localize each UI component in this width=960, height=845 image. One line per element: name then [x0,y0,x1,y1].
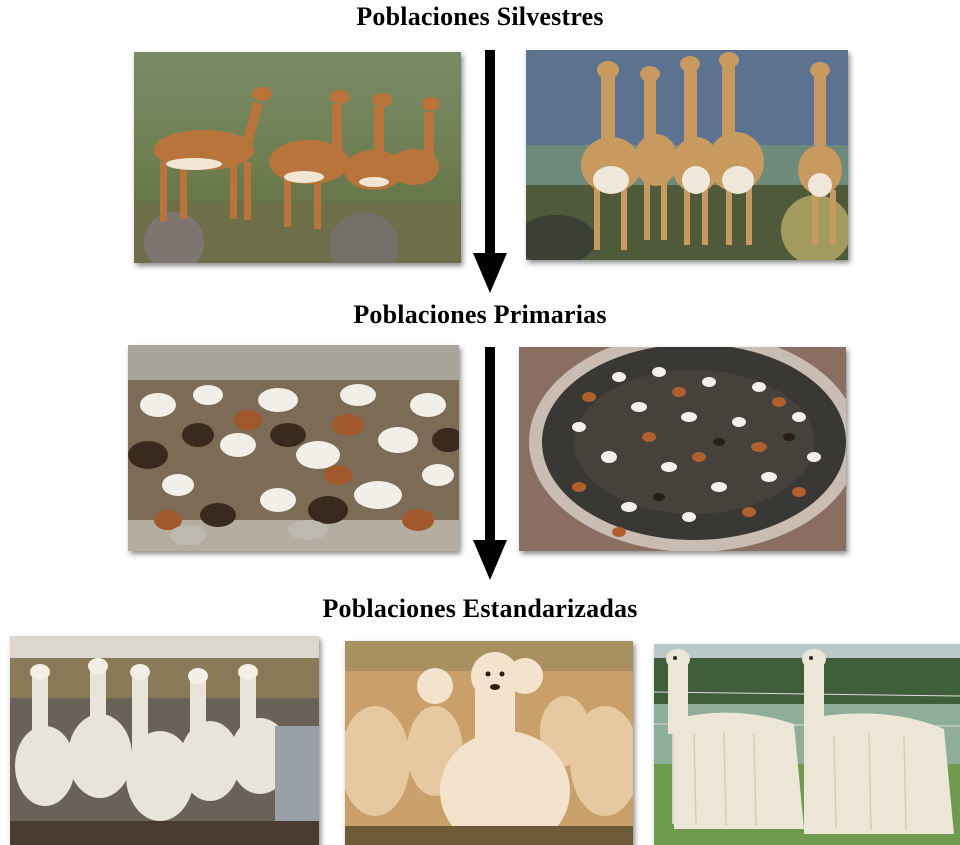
title-standardized-populations: Poblaciones Estandarizadas [0,594,960,624]
photo-huacaya-alpacas [345,641,633,845]
photo-vicunas [526,50,848,260]
photo-mixed-llama-herd [128,345,459,551]
photo-stone-corral [519,347,846,551]
photo-suri-alpacas [654,644,960,845]
down-arrow-icon [470,50,510,295]
title-wild-populations: Poblaciones Silvestres [0,2,960,32]
title-primary-populations: Poblaciones Primarias [0,300,960,330]
photo-guanacos [134,52,461,263]
down-arrow-icon [470,347,510,582]
photo-white-alpacas-pen [10,636,319,845]
